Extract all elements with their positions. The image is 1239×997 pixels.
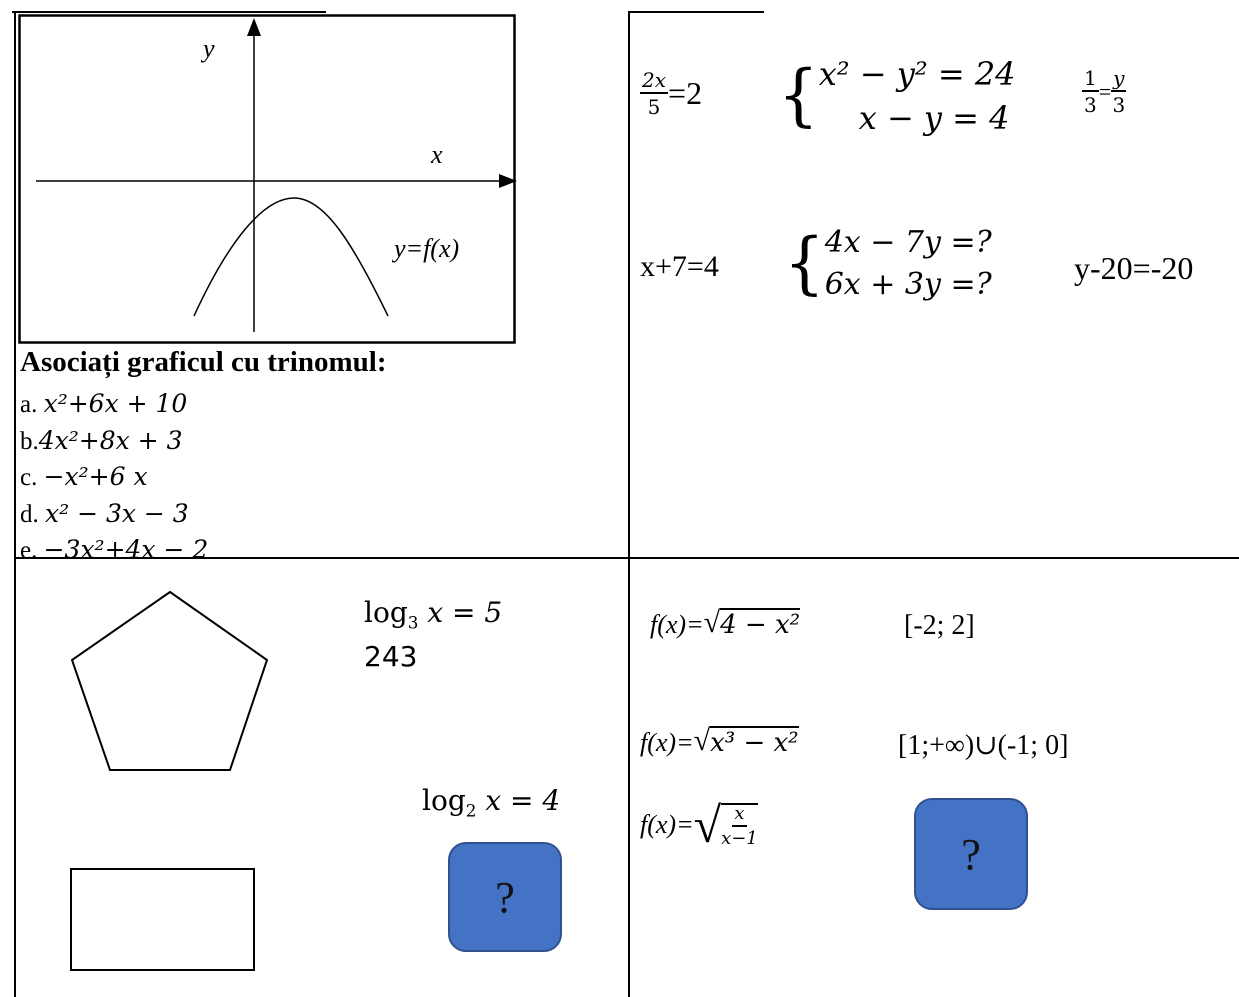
- sqrt-3-icon: √: [693, 797, 722, 853]
- option-list: a. x²+6x + 10 b.4x²+8x + 3 c. −x²+6 x d.…: [20, 386, 208, 569]
- fraction-2a-denominator: 3: [1084, 93, 1097, 117]
- fraction-1-rhs: =2: [668, 75, 703, 111]
- system-2-line-1: 4x − 7y =?: [824, 225, 992, 260]
- pentagon-shape: [70, 590, 269, 771]
- equation-fraction-1: 2x 5 =2: [640, 70, 702, 117]
- fraction-1-denominator: 5: [647, 95, 661, 119]
- curve-label: y=f(x): [394, 234, 460, 263]
- function-1: f(x)= √ 4 − x²: [650, 606, 801, 640]
- system-1-line-2: x − y = 4: [858, 99, 1010, 137]
- fraction-2b-denominator: 3: [1112, 93, 1126, 117]
- fraction-2-equals: =: [1098, 78, 1112, 104]
- system-2-line-2: 6x + 3y =?: [824, 267, 992, 302]
- x-axis-arrow: [499, 174, 517, 188]
- graph-frame: [18, 14, 516, 344]
- table-middle-border: [628, 11, 630, 997]
- function-1-domain: [-2; 2]: [904, 610, 975, 641]
- y-axis-label: y: [203, 34, 215, 63]
- fraction-2b-numerator: y: [1111, 66, 1127, 92]
- log-equation-2: log2 x = 4: [422, 784, 561, 821]
- option-c: c. −x²+6 x: [20, 462, 148, 491]
- system-1: { x² − y² = 24 x − y = 4: [778, 52, 1016, 140]
- option-d: d. x² − 3x − 3: [20, 498, 189, 528]
- system-1-brace: {: [778, 57, 819, 135]
- rectangle-shape: [70, 868, 255, 971]
- parabola-curve: [193, 197, 389, 317]
- sqrt-2-icon: √: [693, 724, 711, 757]
- function-2-domain: [1;+∞)∪(-1; 0]: [898, 730, 1069, 761]
- system-1-line-1: x² − y² = 24: [818, 55, 1016, 93]
- x-axis-label: x: [431, 140, 443, 169]
- question-mark-left: ?: [495, 872, 515, 922]
- system-2: { 4x − 7y =? 6x + 3y =?: [784, 222, 992, 306]
- question-mark-right: ?: [961, 829, 981, 879]
- fraction-2a-numerator: 1: [1082, 66, 1099, 92]
- table-left-border: [14, 11, 16, 997]
- option-b: b.4x²+8x + 3: [20, 425, 183, 455]
- table-row-divider: [14, 557, 1239, 559]
- fraction-1-numerator: 2x: [640, 68, 669, 94]
- question-box-left[interactable]: ?: [448, 842, 562, 952]
- system-2-brace: {: [784, 225, 825, 303]
- option-a: a. x²+6x + 10: [20, 389, 188, 418]
- option-e: e. −3x²+4x − 2: [20, 535, 209, 564]
- equation-3: y-20=-20: [1074, 250, 1194, 286]
- equation-fraction-2: 1 3 = y 3: [1082, 66, 1127, 117]
- function-2: f(x)= √ x³ − x²: [640, 724, 799, 758]
- equation-2: x+7=4: [640, 250, 719, 283]
- sqrt-1-icon: √: [703, 606, 721, 639]
- table-top-right: [628, 11, 764, 13]
- log-equation-1: log3 x = 5: [364, 596, 503, 633]
- graph-figure: [18, 14, 517, 344]
- task-title: Asociați graficul cu trinomul:: [20, 346, 387, 378]
- question-box-right[interactable]: ?: [914, 798, 1028, 910]
- table-top-left: [12, 11, 326, 13]
- function-3: f(x)= √ x x−1: [640, 797, 758, 853]
- y-axis-arrow: [247, 18, 261, 36]
- log-value-1: 243: [364, 640, 418, 673]
